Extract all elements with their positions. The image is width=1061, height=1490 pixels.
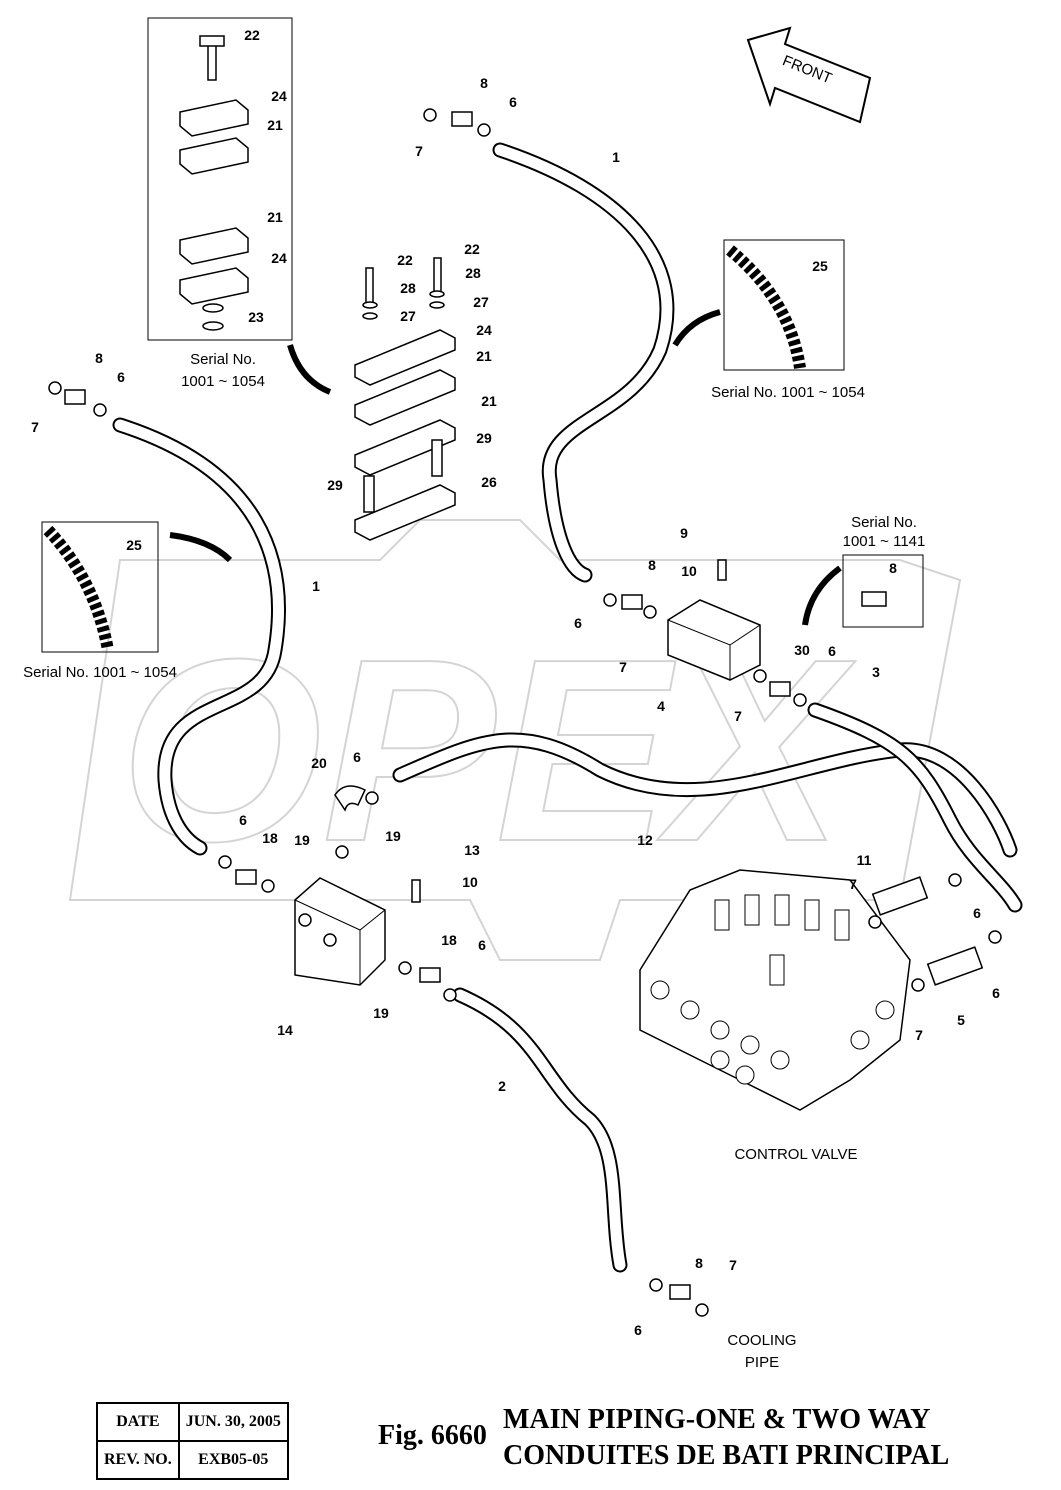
callout-part-24: 24 <box>271 88 287 104</box>
serial-note-clamp-line1: Serial No. <box>190 351 256 368</box>
diagram-title: MAIN PIPING-ONE & TWO WAY CONDUITES DE B… <box>503 1402 949 1474</box>
callout-part-6: 6 <box>634 1322 642 1338</box>
callout-part-6: 6 <box>828 643 836 659</box>
serial-note-right-guard: Serial No. 1001 ~ 1054 <box>711 384 865 401</box>
callout-part-23: 23 <box>248 309 264 325</box>
front-arrow-icon: FRONT <box>746 26 872 124</box>
title-line-french: CONDUITES DE BATI PRINCIPAL <box>503 1440 950 1471</box>
manifold-block-4 <box>667 599 761 681</box>
callout-part-10: 10 <box>462 874 478 890</box>
callout-part-14: 14 <box>277 1022 293 1038</box>
callout-part-6: 6 <box>239 812 247 828</box>
callout-part-12: 12 <box>637 832 653 848</box>
date-value: JUN. 30, 2005 <box>177 1402 289 1442</box>
figure-number: Fig. 6660 <box>378 1420 487 1451</box>
callout-part-11: 11 <box>857 852 872 868</box>
callout-part-3: 3 <box>872 664 880 680</box>
callout-part-7: 7 <box>31 419 39 435</box>
callout-part-1: 1 <box>612 149 620 165</box>
callout-part-1: 1 <box>312 578 320 594</box>
callout-part-18: 18 <box>262 830 278 846</box>
control-valve <box>639 869 911 1111</box>
callout-part-25: 25 <box>126 537 142 553</box>
callout-part-5: 5 <box>957 1012 965 1028</box>
callout-part-21: 21 <box>267 209 283 225</box>
callout-part-25: 25 <box>812 258 828 274</box>
callout-part-10: 10 <box>681 563 697 579</box>
callout-part-13: 13 <box>464 842 480 858</box>
callout-part-7: 7 <box>415 143 423 159</box>
fittings <box>48 108 1002 1317</box>
callout-part-8: 8 <box>695 1255 703 1271</box>
detail-box-clamp <box>147 17 293 341</box>
callout-part-6: 6 <box>353 749 361 765</box>
callout-part-29: 29 <box>327 477 343 493</box>
date-label: DATE <box>96 1402 180 1442</box>
hoses <box>112 142 1023 1273</box>
callout-part-2: 2 <box>498 1078 506 1094</box>
callout-part-7: 7 <box>734 708 742 724</box>
callout-part-21: 21 <box>267 117 283 133</box>
detail-box-spiral-guard-right <box>723 239 845 371</box>
callout-part-24: 24 <box>271 250 287 266</box>
callout-part-7: 7 <box>849 876 857 892</box>
callout-part-8: 8 <box>480 75 488 91</box>
callout-part-19: 19 <box>385 828 401 844</box>
callout-part-19: 19 <box>373 1005 389 1021</box>
callout-part-19: 19 <box>294 832 310 848</box>
callout-part-8: 8 <box>648 557 656 573</box>
callout-part-8: 8 <box>889 560 897 576</box>
detail-box-spiral-guard-left <box>41 521 159 653</box>
callout-part-27: 27 <box>473 294 489 310</box>
callout-part-24: 24 <box>476 322 492 338</box>
callout-part-6: 6 <box>117 369 125 385</box>
callout-part-7: 7 <box>619 659 627 675</box>
callout-part-29: 29 <box>476 430 492 446</box>
callout-part-26: 26 <box>481 474 497 490</box>
serial-note-left-guard: Serial No. 1001 ~ 1054 <box>23 664 177 681</box>
pointer-arrow <box>287 344 332 395</box>
rev-value: EXB05-05 <box>177 1440 289 1480</box>
callout-part-22: 22 <box>397 252 413 268</box>
callout-part-18: 18 <box>441 932 457 948</box>
cooling-pipe-label-line1: COOLING <box>727 1332 796 1349</box>
callout-part-27: 27 <box>400 308 416 324</box>
serial-note-adapter-line1: Serial No. <box>851 514 917 531</box>
control-valve-label: CONTROL VALVE <box>734 1146 857 1163</box>
callout-part-8: 8 <box>95 350 103 366</box>
callout-part-6: 6 <box>478 937 486 953</box>
callout-part-28: 28 <box>465 265 481 281</box>
clamp-parts-middle <box>354 257 456 541</box>
manifold-block-14 <box>294 877 386 986</box>
callout-part-22: 22 <box>244 27 260 43</box>
callout-part-30: 30 <box>794 642 810 658</box>
callout-part-6: 6 <box>574 615 582 631</box>
cooling-pipe-label-line2: PIPE <box>745 1354 779 1371</box>
callout-part-7: 7 <box>915 1027 923 1043</box>
callout-part-4: 4 <box>657 698 665 714</box>
callout-part-7: 7 <box>729 1257 737 1273</box>
callout-part-6: 6 <box>509 94 517 110</box>
callout-part-28: 28 <box>400 280 416 296</box>
callout-part-20: 20 <box>311 755 327 771</box>
clamp-parts-detail <box>179 35 249 331</box>
title-line-english: MAIN PIPING-ONE & TWO WAY <box>503 1404 931 1435</box>
serial-note-adapter-line2: 1001 ~ 1141 <box>843 533 926 550</box>
callout-part-6: 6 <box>992 985 1000 1001</box>
callout-part-6: 6 <box>973 905 981 921</box>
rev-label: REV. NO. <box>96 1440 180 1480</box>
detail-box-adapter <box>842 554 924 628</box>
callout-part-22: 22 <box>464 241 480 257</box>
callout-part-21: 21 <box>481 393 497 409</box>
serial-note-clamp-line2: 1001 ~ 1054 <box>181 373 265 390</box>
callout-part-9: 9 <box>680 525 688 541</box>
callout-part-21: 21 <box>476 348 492 364</box>
